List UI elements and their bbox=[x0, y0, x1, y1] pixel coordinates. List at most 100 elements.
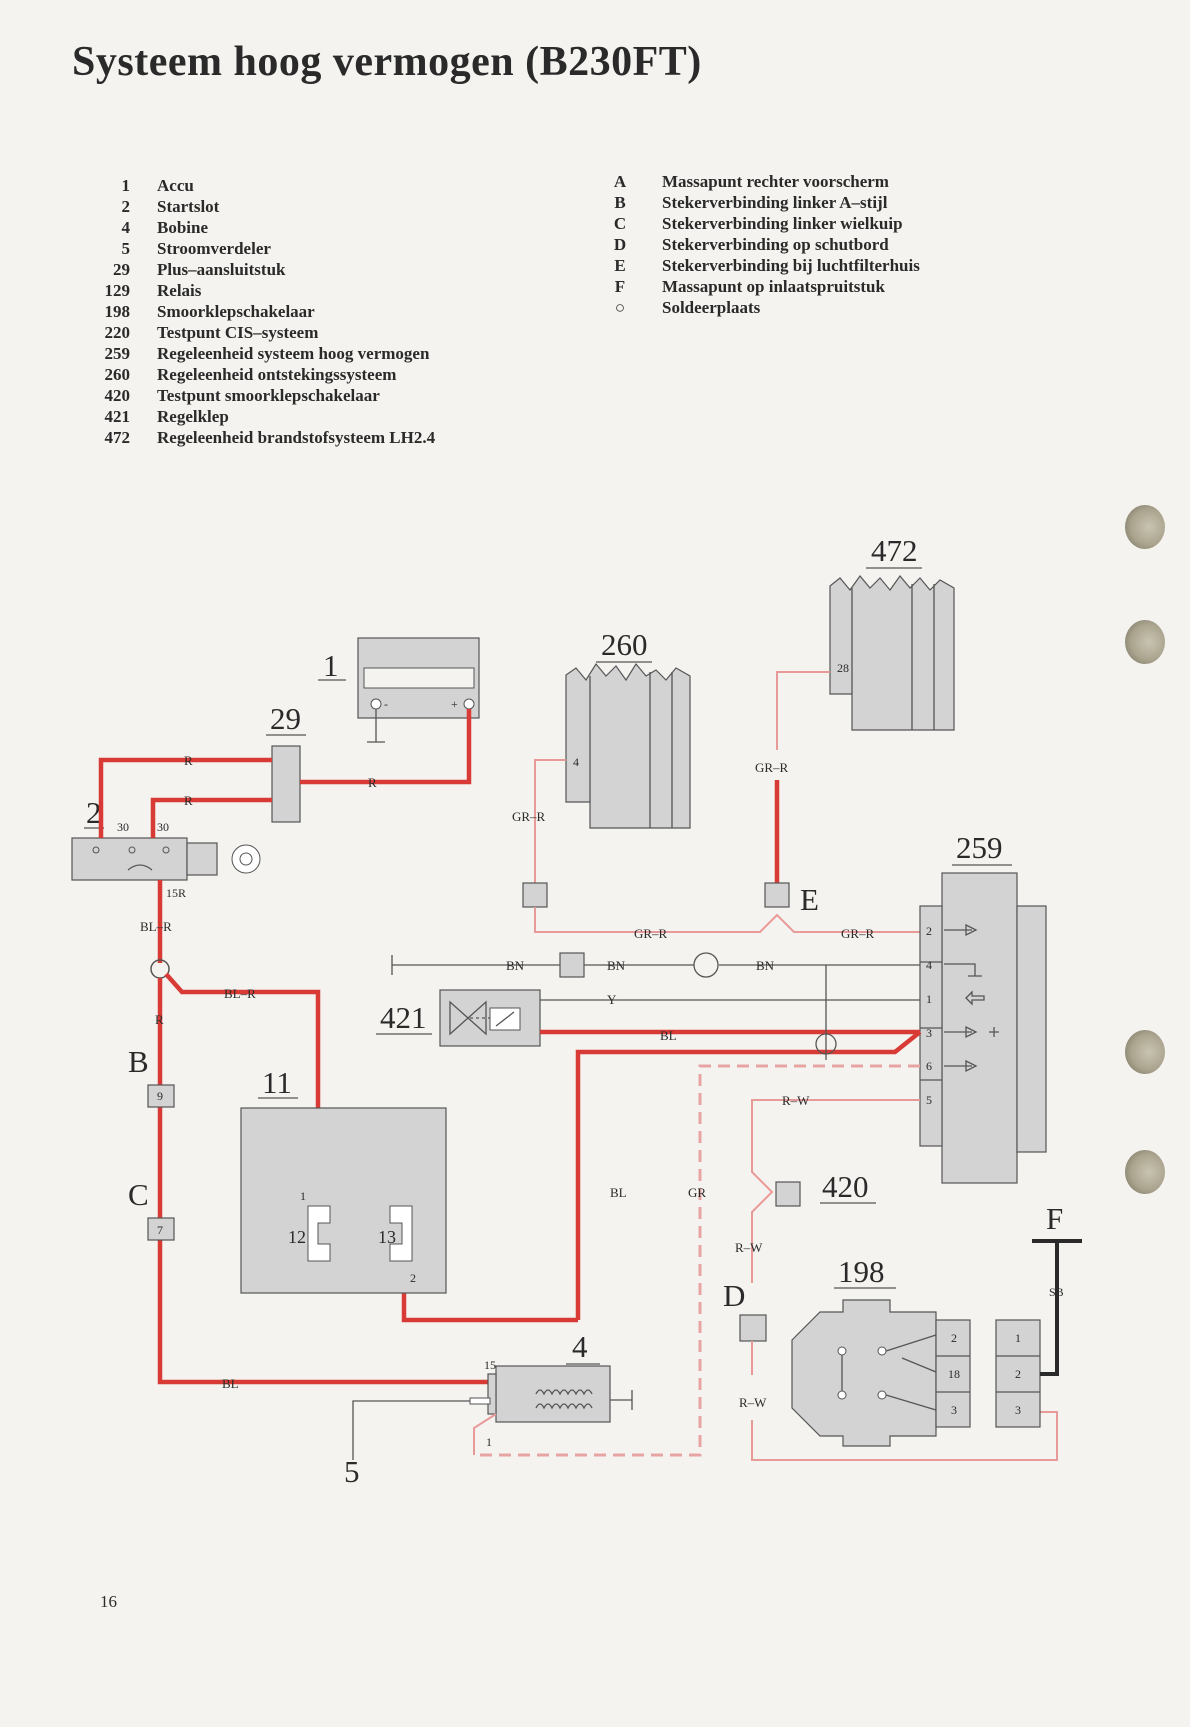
wire-r-w-to-198 bbox=[751, 1341, 1058, 1461]
coil-body bbox=[495, 1365, 611, 1423]
battery-label-window bbox=[363, 667, 475, 689]
high-power-control-unit-259 bbox=[941, 872, 1018, 1184]
wire-label-bn: BN bbox=[506, 958, 525, 973]
legend-number: 472 bbox=[104, 428, 131, 447]
legend-row: 29 Plus–aansluitstuk bbox=[95, 259, 435, 280]
wire-label-r-w: R–W bbox=[739, 1395, 767, 1410]
legend-label: Testpunt smoorklepschakelaar bbox=[157, 386, 380, 405]
legend-label: Relais bbox=[157, 281, 202, 300]
label-point-e: E bbox=[800, 882, 819, 917]
pin-label-2: 2 bbox=[951, 1331, 957, 1345]
connector-260 bbox=[522, 882, 548, 908]
pin-label-1: 1 bbox=[486, 1435, 492, 1449]
label-component-4: 4 bbox=[572, 1329, 588, 1364]
ground-symbol bbox=[944, 963, 982, 977]
coil-winding-icon bbox=[535, 1403, 593, 1410]
legend-label: Stroomverdeler bbox=[157, 239, 271, 258]
binder-tab bbox=[1125, 1150, 1165, 1194]
wire-sb-ground-f bbox=[1032, 1239, 1082, 1376]
legend-label: Accu bbox=[157, 176, 194, 195]
wire-bl-to-259 bbox=[575, 1030, 922, 1320]
page-title: Systeem hoog vermogen (B230FT) bbox=[72, 39, 702, 85]
wire-gr-r-260 bbox=[534, 759, 566, 883]
connector-b bbox=[147, 1084, 175, 1108]
legend-row: E Stekerverbinding bij luchtfilterhuis bbox=[610, 255, 920, 276]
solenoid-coil-icon bbox=[495, 1011, 515, 1027]
legend-row: 2 Startslot bbox=[95, 196, 435, 217]
label-point-b: B bbox=[128, 1044, 149, 1079]
pin-label-30: 30 bbox=[117, 820, 129, 834]
label-component-2: 2 bbox=[86, 795, 102, 830]
legend-symbol: ○ bbox=[614, 298, 626, 317]
pin-label-2: 2 bbox=[1015, 1367, 1021, 1381]
solder-point bbox=[815, 1033, 837, 1055]
legend-label: Startslot bbox=[157, 197, 220, 216]
legend-row: 421 Regelklep bbox=[95, 406, 435, 427]
valve-icon bbox=[449, 1000, 487, 1036]
legend-label: Massapunt rechter voorscherm bbox=[662, 172, 889, 191]
legend-number: 2 bbox=[121, 197, 131, 216]
legend-label: Stekerverbinding op schutbord bbox=[662, 235, 889, 254]
wire-coil-1 bbox=[473, 1413, 497, 1455]
pin-label-3: 3 bbox=[926, 1026, 932, 1040]
label-point-d: D bbox=[723, 1278, 745, 1313]
terminal-13 bbox=[389, 1205, 413, 1262]
wire-r-battery bbox=[300, 709, 472, 785]
output-arrow-icon bbox=[944, 923, 978, 937]
legend-number: 129 bbox=[104, 281, 131, 300]
legend-row: 5 Stroomverdeler bbox=[95, 238, 435, 259]
switch-internal-wiring bbox=[841, 1334, 937, 1411]
switch-contact bbox=[877, 1346, 887, 1356]
label-component-198: 198 bbox=[838, 1254, 885, 1289]
ignition-key-icon bbox=[231, 844, 261, 874]
pin-label-7: 7 bbox=[157, 1223, 163, 1237]
battery-minus-sign: - bbox=[384, 697, 388, 711]
pin-label-1: 1 bbox=[1015, 1331, 1021, 1345]
pin-label-15: 15 bbox=[484, 1358, 496, 1372]
wire-label-bl-r: BL–R bbox=[140, 919, 172, 934]
legend-letter: B bbox=[614, 193, 626, 212]
wire-r-ignition-30a bbox=[98, 757, 272, 838]
wire-bn bbox=[391, 955, 920, 975]
legend-label: Stekerverbinding bij luchtfilterhuis bbox=[662, 256, 920, 275]
throttle-switch-198 bbox=[791, 1299, 937, 1447]
legend-number: 5 bbox=[121, 239, 131, 258]
legend-label: Regeleenheid brandstofsysteem LH2.4 bbox=[157, 428, 436, 447]
legend-label: Massapunt op inlaatspruitstuk bbox=[662, 277, 885, 296]
wire-label-r-w: R–W bbox=[735, 1240, 763, 1255]
switch-contact bbox=[877, 1390, 887, 1400]
legend-letter: A bbox=[613, 172, 627, 191]
coil-winding-icon bbox=[535, 1389, 593, 1396]
label-component-1: 1 bbox=[323, 648, 339, 683]
wire-gr bbox=[474, 1064, 920, 1457]
legend-number: 1 bbox=[121, 176, 131, 195]
ignition-control-unit-260 bbox=[565, 662, 691, 829]
battery-1: - + bbox=[357, 637, 480, 719]
switch-lever bbox=[127, 864, 153, 871]
binder-tab bbox=[1125, 1030, 1165, 1074]
legend-label: Regelklep bbox=[157, 407, 229, 426]
wire-label-y: Y bbox=[607, 992, 617, 1007]
legend-row: A Massapunt rechter voorscherm bbox=[610, 171, 920, 192]
connector-c bbox=[147, 1217, 175, 1241]
legend-letter: E bbox=[614, 256, 626, 275]
pin-label-2: 2 bbox=[410, 1271, 416, 1285]
battery-plus-sign: + bbox=[451, 697, 458, 711]
pin-label-4: 4 bbox=[926, 958, 932, 972]
legend-number: 421 bbox=[104, 407, 131, 426]
legend-letter: C bbox=[613, 214, 627, 233]
ignition-switch-body bbox=[71, 837, 188, 881]
legend-number: 29 bbox=[113, 260, 130, 279]
pin-label-28: 28 bbox=[837, 661, 849, 675]
legend-label: Plus–aansluitstuk bbox=[157, 260, 286, 279]
wire-label-r: R bbox=[184, 753, 193, 768]
wire-label-gr-r: GR–R bbox=[841, 926, 875, 941]
solder-point bbox=[693, 952, 719, 978]
pin-label-3: 3 bbox=[951, 1403, 957, 1417]
label-component-11: 11 bbox=[262, 1065, 292, 1100]
